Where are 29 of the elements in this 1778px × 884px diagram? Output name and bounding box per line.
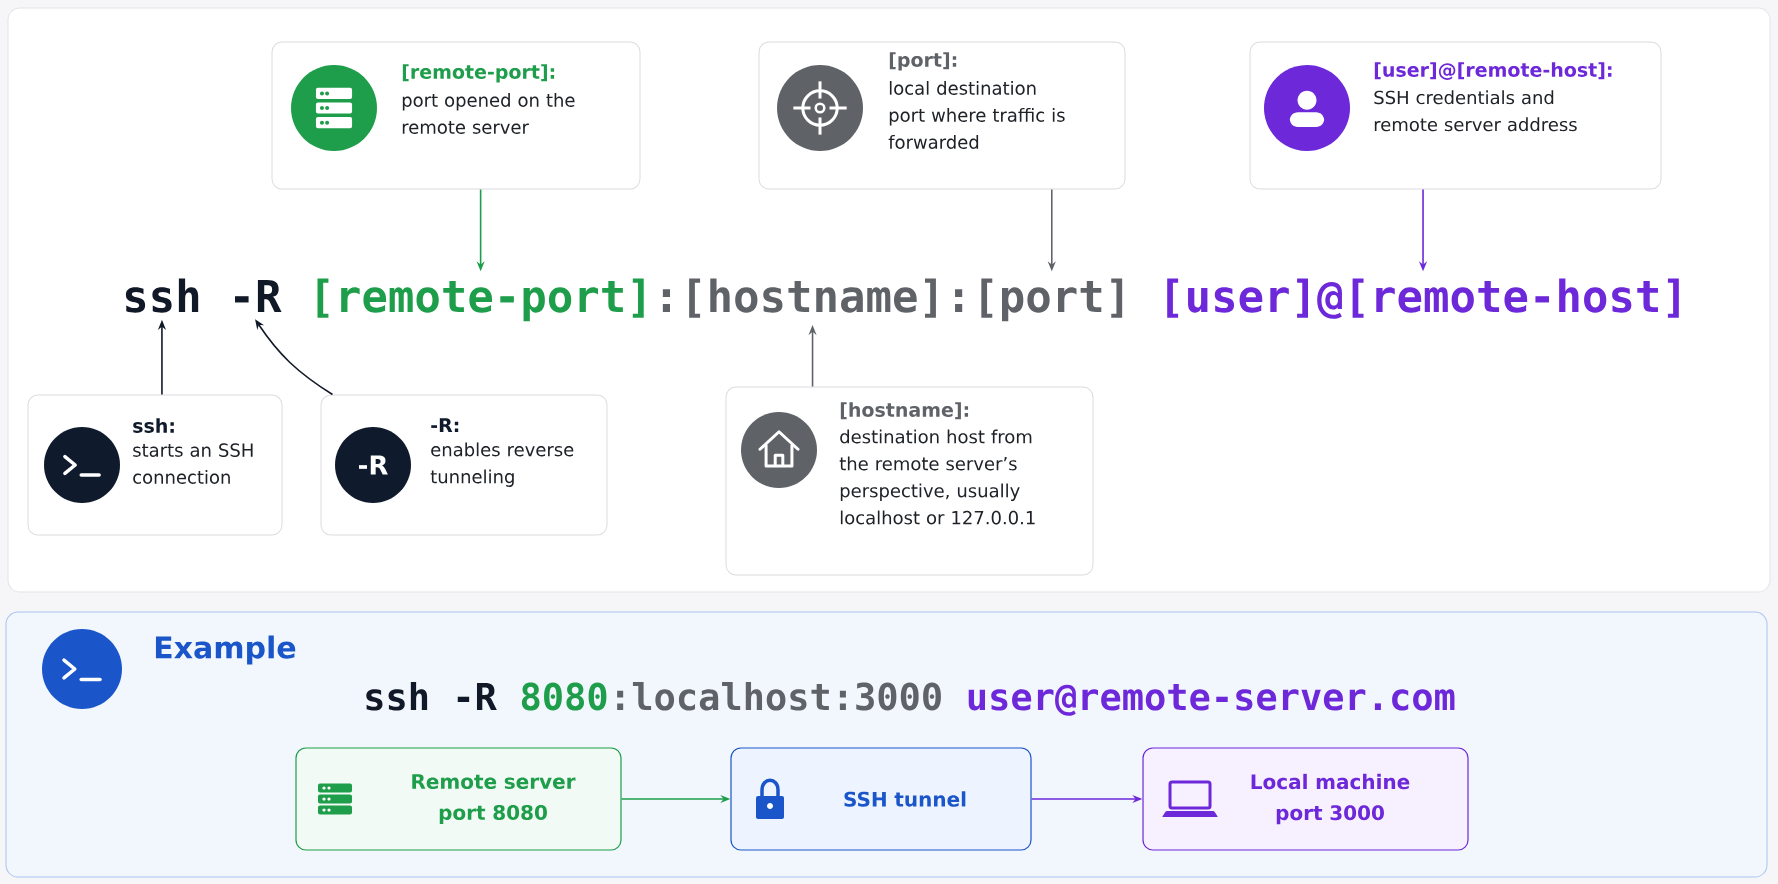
command-token: [hostname]	[689, 278, 936, 318]
callout-heading: ssh:	[133, 418, 174, 433]
icon-badge: -R	[335, 427, 411, 503]
command-text: 8080	[521, 682, 607, 711]
callout-heading: [port]:	[889, 52, 957, 71]
command-token: [port]	[981, 278, 1123, 322]
callout-heading: [hostname]:	[840, 402, 969, 420]
callout-text: destination host from the remote server’s perspective, usually localhost or 127.0.0.1	[839, 429, 1035, 525]
panel-heading: Example	[155, 635, 296, 665]
callout-heading: -R:	[431, 418, 459, 433]
callout-text: port opened on the remote server	[402, 93, 575, 134]
command-token: [remote-port]	[317, 278, 644, 322]
flow-box: SSH tunnel	[730, 747, 1032, 851]
callout-text: local destination port where traffic is forwarded	[888, 81, 1065, 149]
callout-text: SSH credentials and remote server address	[1374, 90, 1577, 132]
command-text: :localhost:3000	[617, 681, 941, 711]
flow-box: Remote server port 8080	[295, 747, 622, 851]
command-text: ssh -R	[366, 681, 497, 711]
command-text: user@remote-server.com	[968, 684, 1455, 716]
callout-heading: [user]@[remote-host]:	[1374, 62, 1612, 80]
command-text: :	[662, 289, 670, 312]
callout-text: starts an SSH connection	[133, 443, 253, 484]
callout-text: enables reverse tunneling	[430, 442, 574, 487]
command-token: ssh	[125, 278, 199, 313]
command-token: -R	[235, 279, 282, 312]
flow-box: Local machine port 3000	[1142, 747, 1469, 851]
command-token: [user]@[remote-host]	[1167, 278, 1679, 319]
command-text: :	[955, 289, 963, 312]
callout-heading: [remote-port]:	[402, 64, 555, 83]
